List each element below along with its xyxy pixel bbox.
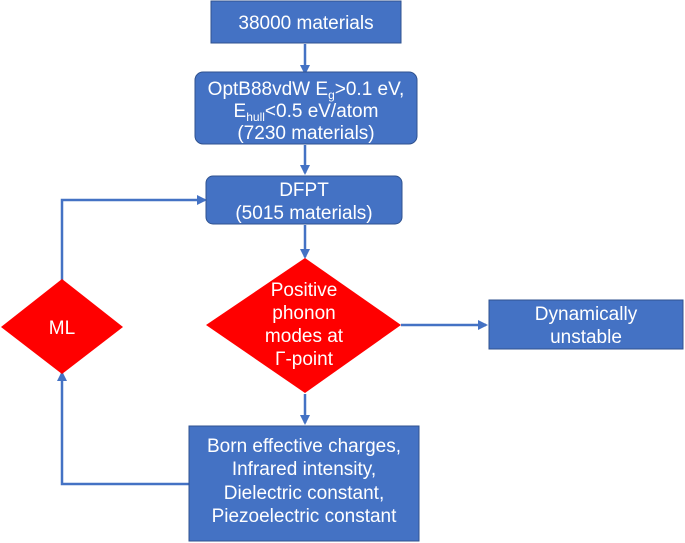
node-dfpt-line1: DFPT xyxy=(279,180,329,201)
node-decision-diamond xyxy=(206,258,401,393)
arrow-ml-to-dfpt xyxy=(60,195,207,280)
node-unstable-line1: Dynamically xyxy=(535,304,638,325)
node-properties-line2: Infrared intensity, xyxy=(232,459,376,480)
node-dfpt: DFPT (5015 materials) xyxy=(205,175,403,225)
node-unstable-box xyxy=(488,299,684,350)
node-properties-line4: Piezoelectric constant xyxy=(212,506,398,527)
node-filter-line2: Ehull<0.5 eV/atom xyxy=(234,101,379,124)
node-dfpt-box xyxy=(205,175,403,225)
node-filter-line1: OptB88vdW Eg>0.1 eV, xyxy=(208,79,405,102)
node-start: 38000 materials xyxy=(210,0,402,44)
connectors xyxy=(57,44,488,486)
node-ml-diamond xyxy=(1,279,123,374)
node-decision-line3: modes at xyxy=(265,326,344,347)
node-dfpt-line2: (5015 materials) xyxy=(235,203,372,224)
node-properties: Born effective charges, Infrared intensi… xyxy=(188,425,420,542)
node-decision-line4: Γ-point xyxy=(275,349,334,370)
node-unstable-line2: unstable xyxy=(550,327,622,348)
node-start-label: 38000 materials xyxy=(238,13,373,34)
node-ml-label: ML xyxy=(49,318,75,339)
node-decision-line1: Positive xyxy=(271,280,338,301)
node-decision-line2: phonon xyxy=(272,303,335,324)
node-ml: ML xyxy=(1,279,123,374)
node-decision: Positive phonon modes at Γ-point xyxy=(206,258,401,393)
node-properties-line1: Born effective charges, xyxy=(207,436,401,457)
arrow-properties-to-ml xyxy=(57,371,189,486)
node-filter-line3: (7230 materials) xyxy=(237,123,374,144)
node-filter: OptB88vdW Eg>0.1 eV, Ehull<0.5 eV/atom (… xyxy=(194,71,418,145)
node-properties-box xyxy=(188,425,420,542)
node-unstable: Dynamically unstable xyxy=(488,299,684,350)
node-filter-box xyxy=(194,71,418,145)
node-properties-line3: Dielectric constant, xyxy=(224,483,385,504)
node-start-box xyxy=(210,0,402,44)
